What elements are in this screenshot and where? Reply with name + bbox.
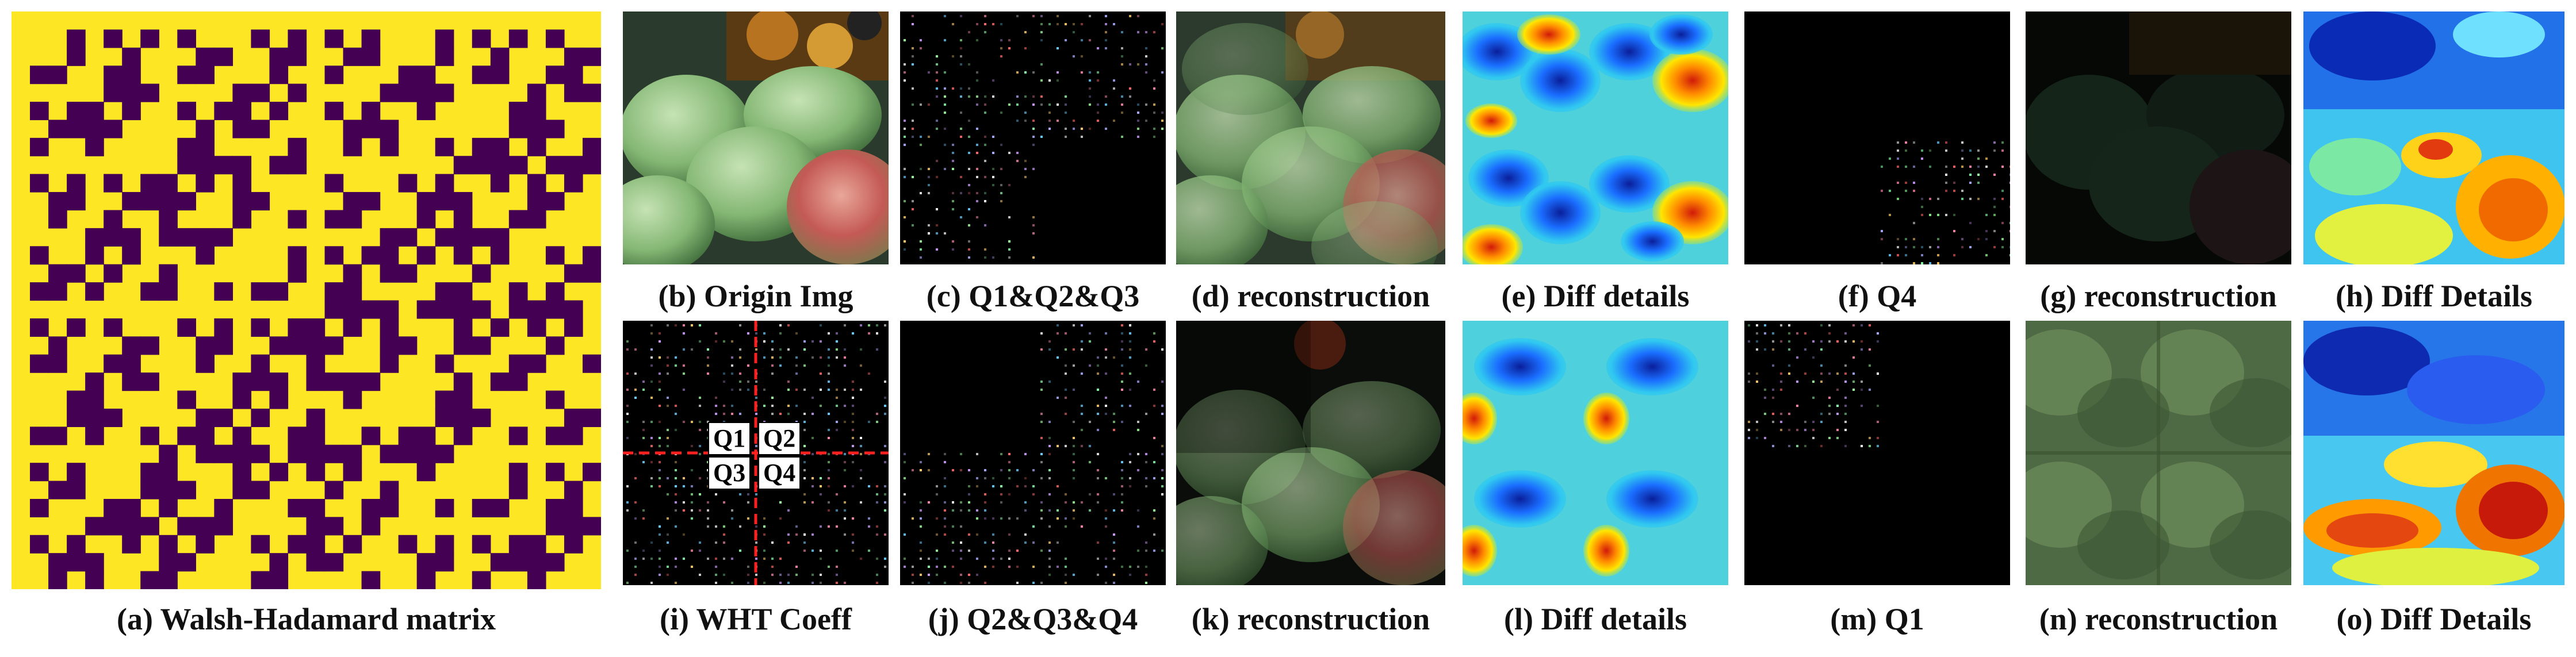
panel-diff-details-l — [1463, 321, 1728, 585]
panel-reconstruction-k — [1176, 321, 1445, 585]
reconstruction-d-image — [1176, 11, 1445, 264]
reconstruction-n-image — [2026, 321, 2291, 585]
panel-reconstruction-n — [2026, 321, 2291, 585]
caption-m: (m) Q1 — [1830, 602, 1924, 636]
caption-a: (a) Walsh-Hadamard matrix — [117, 602, 496, 636]
coeff-q1q2q3-image — [904, 15, 1163, 259]
panel-diff-details-h — [2303, 11, 2564, 264]
diff-details-l-heatmap — [1463, 321, 1728, 585]
caption-j: (j) Q2&Q3&Q4 — [928, 602, 1138, 636]
diff-details-o-heatmap — [2303, 321, 2564, 585]
coeff-q4-image — [1881, 141, 2010, 264]
walsh-hadamard-matrix-image — [12, 11, 601, 589]
origin-image — [623, 11, 889, 264]
coeff-q2q3q4-image — [904, 324, 1163, 584]
caption-e: (e) Diff details — [1501, 279, 1690, 313]
panel-q2-q3-q4 — [900, 321, 1166, 585]
diff-details-e-heatmap — [1463, 11, 1728, 264]
wht-coeff-image — [623, 321, 889, 585]
panel-q1-q2-q3 — [900, 11, 1166, 264]
quadrant-label-q3: Q3 — [708, 456, 751, 490]
panel-reconstruction-d — [1176, 11, 1445, 264]
panel-q1 — [1744, 321, 2010, 585]
panel-diff-details-o — [2303, 321, 2564, 585]
panel-reconstruction-g — [2026, 11, 2291, 264]
panel-diff-details-e — [1463, 11, 1728, 264]
quadrant-label-q2: Q2 — [758, 422, 801, 455]
quadrant-label-q1: Q1 — [708, 422, 751, 455]
caption-b: (b) Origin Img — [658, 279, 853, 313]
caption-c: (c) Q1&Q2&Q3 — [926, 279, 1140, 313]
caption-d: (d) reconstruction — [1191, 279, 1430, 313]
caption-h: (h) Diff Details — [2336, 279, 2532, 313]
caption-o: (o) Diff Details — [2336, 602, 2532, 636]
coeff-q1-image — [1748, 324, 1879, 447]
reconstruction-g-image — [2026, 11, 2291, 264]
caption-l: (l) Diff details — [1504, 602, 1687, 636]
panel-wht-coeff: Q1 Q2 Q3 Q4 — [623, 321, 889, 585]
caption-i: (i) WHT Coeff — [660, 602, 852, 636]
caption-g: (g) reconstruction — [2040, 279, 2277, 313]
panel-origin-img — [623, 11, 889, 264]
quadrant-label-q4: Q4 — [758, 456, 801, 490]
caption-f: (f) Q4 — [1838, 279, 1917, 313]
caption-k: (k) reconstruction — [1191, 602, 1430, 636]
walsh-hadamard-matrix-panel — [12, 11, 601, 589]
caption-n: (n) reconstruction — [2039, 602, 2278, 636]
panel-q4 — [1744, 11, 2010, 264]
diff-details-h-heatmap — [2303, 11, 2564, 264]
reconstruction-k-image — [1176, 321, 1445, 585]
